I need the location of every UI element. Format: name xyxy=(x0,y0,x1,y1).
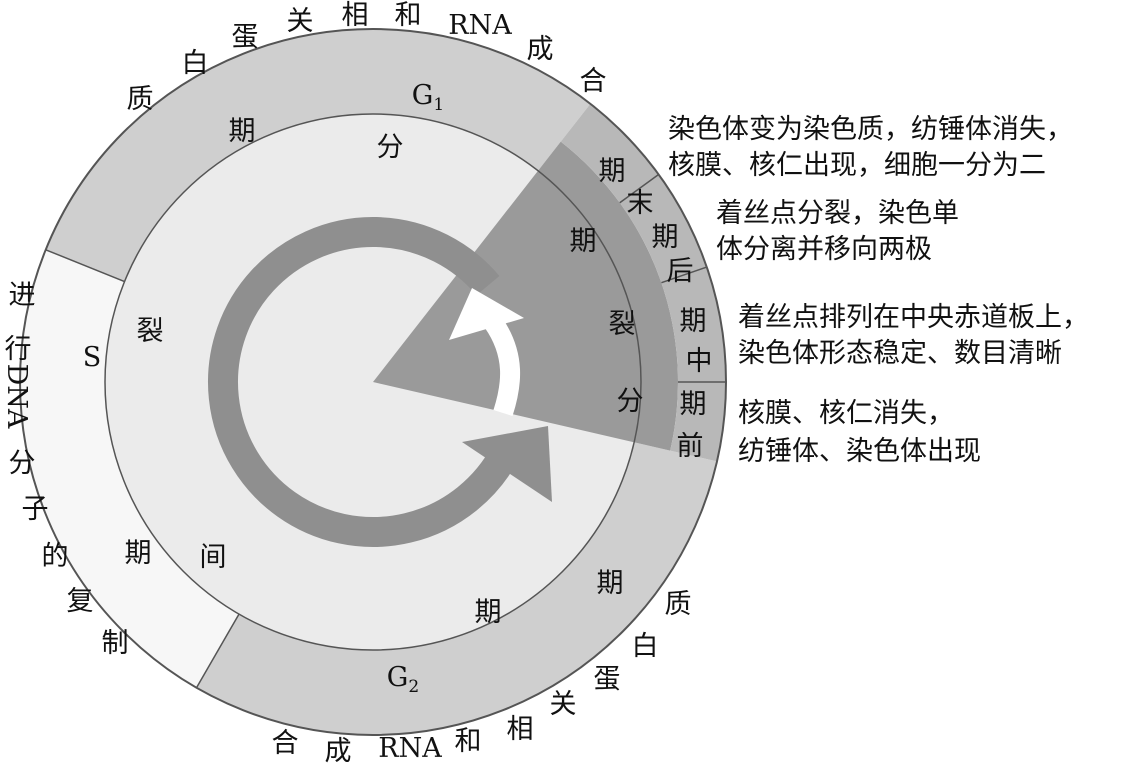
s-outer-text: 进 行 DNA 分 子 的 复 制 S xyxy=(1,280,129,659)
anaphase-annotation-line: 着丝点分裂，染色单 xyxy=(716,198,959,229)
mitosis-char: 期 xyxy=(570,226,597,257)
prophase-annotation-line: 核膜、核仁消失， xyxy=(738,398,954,429)
mitosis-text: 期 裂 分 xyxy=(570,226,644,417)
g1-char: 成 xyxy=(527,34,554,65)
mitosis-arrow-head-icon xyxy=(449,288,524,340)
s-g2-boundary xyxy=(195,613,240,689)
telophase-annotation-line: 核膜、核仁出现，细胞一分为二 xyxy=(668,150,1046,181)
g2-label: G2 xyxy=(387,662,419,697)
prophase-annotation-line: 纺锤体、染色体出现 xyxy=(738,436,981,467)
anaphase-char: 期 xyxy=(652,222,679,253)
mitosis-char: 分 xyxy=(617,386,644,417)
g2-char: 白 xyxy=(632,631,659,662)
s-char: 行 xyxy=(5,334,32,365)
interphase-char: 裂 xyxy=(137,316,164,347)
anaphase-band xyxy=(619,174,707,283)
metaphase-annotation-line: 着丝点排列在中央赤道板上， xyxy=(738,302,1089,333)
s-ring-segment xyxy=(19,249,240,688)
interphase-char: 期 xyxy=(229,116,256,147)
prophase-char: 期 xyxy=(680,389,707,420)
prophase-band xyxy=(670,382,726,462)
g2-char: RNA xyxy=(378,733,442,764)
g2-ring-text: 合 成 RNA 和 相 关 蛋 白 质 G2 xyxy=(272,589,692,765)
s-char: 复 xyxy=(67,586,94,617)
g2-char: 相 xyxy=(507,714,534,745)
g2-char: 蛋 xyxy=(594,664,621,695)
g1-char: 蛋 xyxy=(232,22,259,53)
interphase-char: 期 xyxy=(597,568,624,599)
s-char: 制 xyxy=(102,628,129,659)
g1-label: G1 xyxy=(412,80,444,115)
telophase-annotation-line: 染色体变为染色质，纺锤体消失， xyxy=(668,114,1073,145)
g1-char: RNA xyxy=(448,10,512,41)
g1-ring-segment xyxy=(45,29,591,282)
interphase-char: 期 xyxy=(125,538,152,569)
g1-char: 质 xyxy=(127,84,154,115)
phase-divider xyxy=(619,173,660,204)
interphase-char: 分 xyxy=(377,132,404,163)
anaphase-annotation-line: 体分离并移向两极 xyxy=(716,234,932,265)
g1-char: 相 xyxy=(342,0,369,31)
metaphase-annotation-line: 染色体形态稳定、数目清晰 xyxy=(738,338,1062,369)
s-label: S xyxy=(83,342,102,373)
g1-char: 白 xyxy=(182,48,209,79)
cycle-arrow-head-icon xyxy=(462,426,552,502)
mitosis-char: 裂 xyxy=(609,309,636,340)
g1-char: 关 xyxy=(287,6,314,37)
phase-band-text: 期 末 期 后 期 中 期 前 xyxy=(599,156,713,462)
interphase-text: 分 裂 期 间 期 期 期 xyxy=(125,116,624,628)
g2-char: 和 xyxy=(455,726,482,757)
g2-char: 质 xyxy=(665,589,692,620)
anaphase-char: 后 xyxy=(667,256,694,287)
s-char: DNA xyxy=(1,364,32,429)
telophase-band xyxy=(560,103,659,203)
metaphase-band xyxy=(661,267,726,382)
telophase-char: 末 xyxy=(627,188,654,219)
outer-circle-outline xyxy=(19,28,727,736)
mitosis-arrow-body xyxy=(484,316,520,417)
mitosis-wedge xyxy=(373,141,678,451)
s-char: 分 xyxy=(9,448,36,479)
s-char: 子 xyxy=(22,494,49,525)
metaphase-char: 期 xyxy=(680,306,707,337)
s-char: 进 xyxy=(9,280,36,311)
prophase-char: 前 xyxy=(677,431,704,462)
telophase-char: 期 xyxy=(599,156,626,187)
interphase-char: 间 xyxy=(200,542,227,573)
metaphase-char: 中 xyxy=(686,346,713,377)
phase-divider xyxy=(661,266,708,284)
g2-char: 合 xyxy=(272,728,299,759)
s-char: 的 xyxy=(42,541,69,572)
g2-char: 关 xyxy=(550,689,577,720)
g1-char: 和 xyxy=(395,0,422,31)
phase-annotations: 染色体变为染色质，纺锤体消失， 核膜、核仁出现，细胞一分为二 着丝点分裂，染色单… xyxy=(668,114,1089,467)
inner-circle-outline xyxy=(104,113,642,651)
cycle-arrow-body xyxy=(208,217,519,547)
g1-s-boundary xyxy=(45,249,125,283)
g1-ring-text: 关 相 和 RNA 成 合 蛋 白 质 G1 xyxy=(127,0,607,115)
g1-char: 合 xyxy=(580,66,607,97)
interphase-char: 期 xyxy=(475,597,502,628)
g2-char: 成 xyxy=(325,736,352,765)
